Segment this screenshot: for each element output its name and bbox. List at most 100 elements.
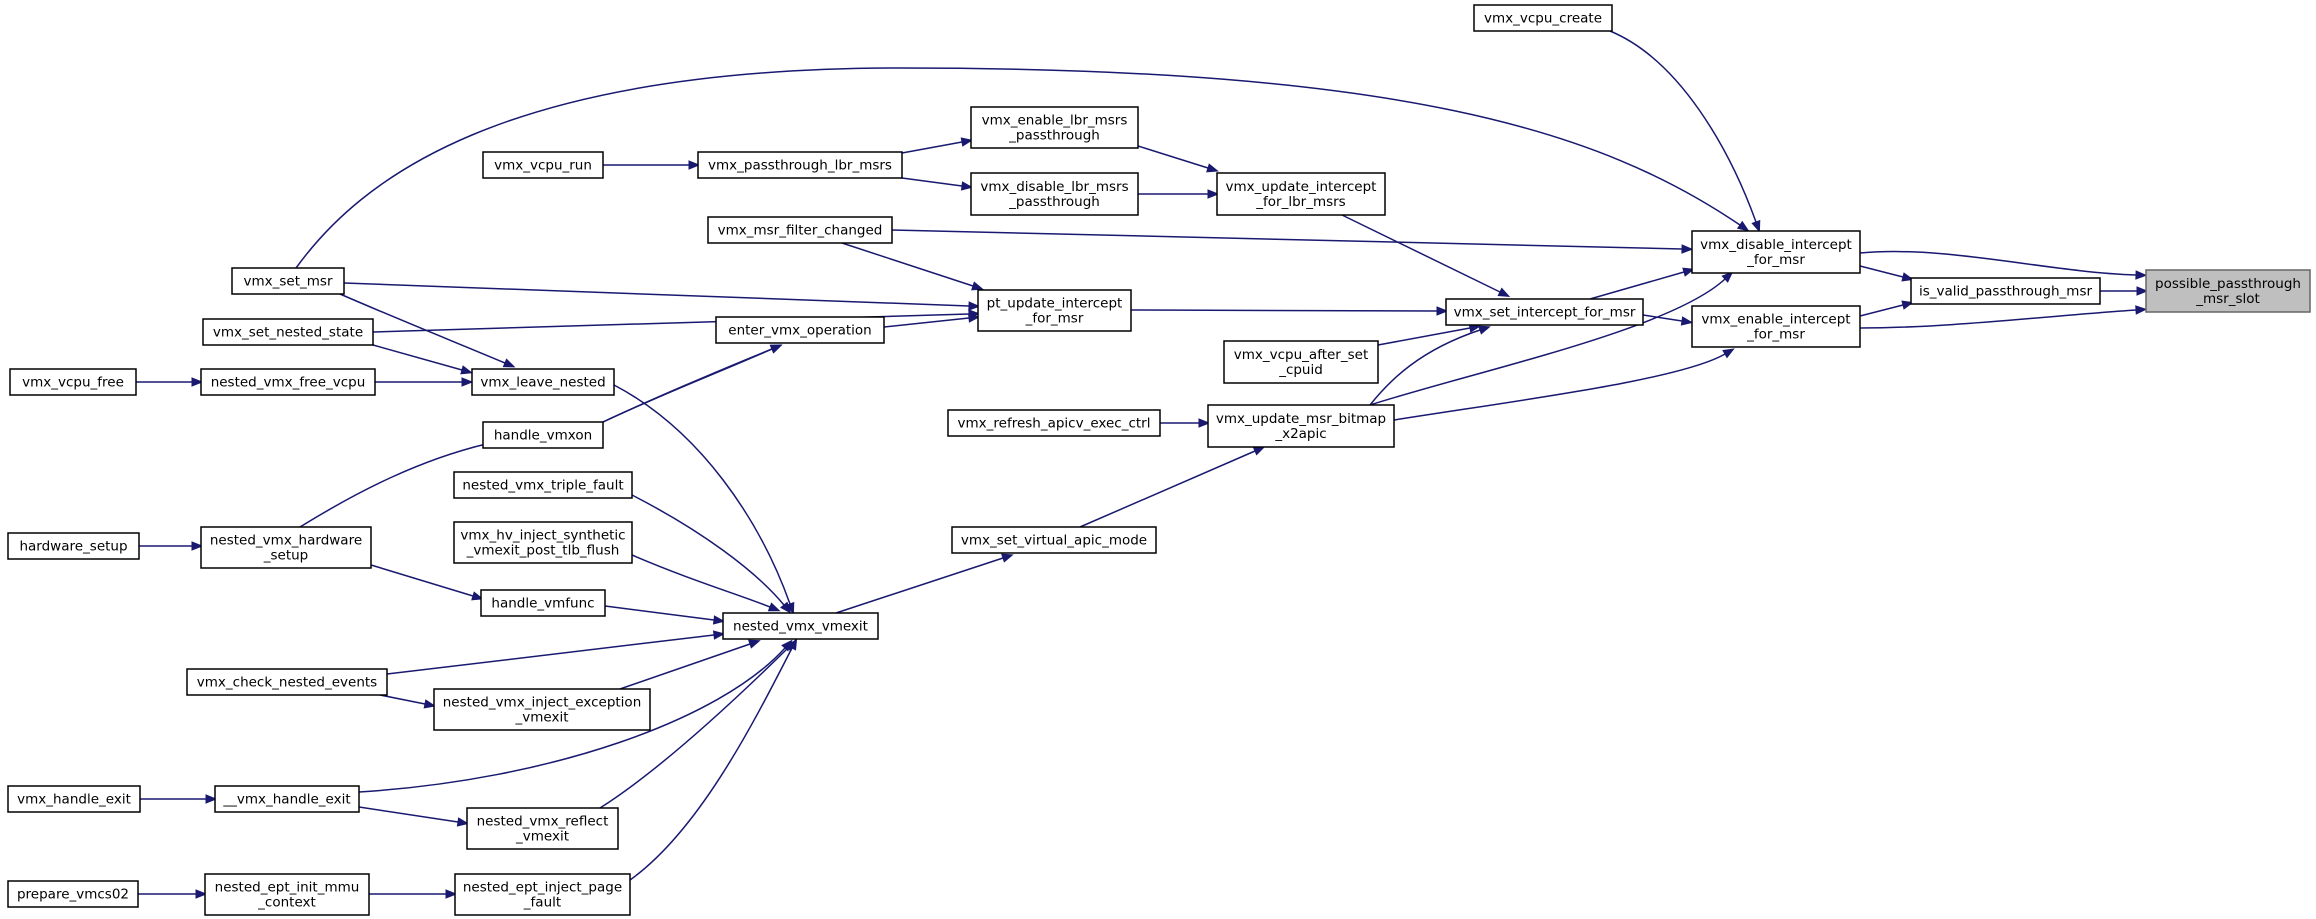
node-nested-ept-inject-page[interactable]: nested_ept_inject_page_fault (454, 873, 631, 916)
edge-vmx-update-intercept-lbr-to-vmx-set-intercept-for-msr (1341, 214, 1501, 293)
arrowhead-possible-passthrough (2135, 305, 2148, 315)
node-label: nested_vmx_triple_fault (462, 478, 623, 494)
arrowhead-nested-vmx-vmexit (767, 602, 781, 612)
node-vmx-disable-lbr[interactable]: vmx_disable_lbr_msrs_passthrough (970, 172, 1139, 216)
node-possible-passthrough[interactable]: possible_passthrough_msr_slot (2145, 269, 2311, 313)
node-prepare-vmcs02[interactable]: prepare_vmcs02 (7, 880, 139, 908)
node-label: _fault (523, 895, 561, 911)
arrowhead-pt-update-intercept (968, 313, 981, 323)
node-box (482, 421, 604, 449)
node-vmx-set-intercept-for-msr[interactable]: vmx_set_intercept_for_msr (1445, 298, 1644, 326)
node-vmx-set-virtual-apic-mode[interactable]: vmx_set_virtual_apic_mode (951, 526, 1157, 554)
node-nested-vmx-hardware-setup[interactable]: nested_vmx_hardware_setup (200, 526, 372, 569)
node-box (707, 216, 893, 244)
node-vmx-vcpu-after-set-cpuid[interactable]: vmx_vcpu_after_set_cpuid (1223, 340, 1379, 384)
node-label: vmx_set_nested_state (213, 325, 363, 341)
node-vmx-set-nested-state[interactable]: vmx_set_nested_state (202, 318, 374, 346)
node-vmx-hv-inject-synthetic[interactable]: vmx_hv_inject_synthetic_vmexit_post_tlb_… (453, 521, 633, 564)
node-is-valid-passthrough-msr[interactable]: is_valid_passthrough_msr (1910, 277, 2101, 305)
node-label: possible_passthrough (2155, 276, 2301, 292)
edge-vmx-disable-intercept-to-possible-passthrough (1859, 250, 2137, 276)
node-vmx-handle-exit[interactable]: vmx_handle_exit (7, 785, 141, 813)
arrowhead-vmx-enable-lbr (960, 137, 974, 147)
node-label: _passthrough (1008, 194, 1100, 210)
edge-vmx-set-msr-to-vmx-disable-intercept (295, 67, 1741, 269)
arrowhead-enter-vmx-operation (769, 344, 783, 354)
node-vmx-vcpu-free[interactable]: vmx_vcpu_free (9, 368, 137, 396)
edge-vmx-vcpu-after-set-cpuid-to-vmx-set-intercept-for-msr (1377, 327, 1471, 346)
edge-vmx-update-msr-bitmap-to-vmx-set-intercept-for-msr (1369, 329, 1481, 406)
node-vmx-set-msr[interactable]: vmx_set_msr (231, 267, 345, 295)
arrowhead-pt-update-intercept (971, 281, 984, 291)
node-nested-vmx-reflect[interactable]: nested_vmx_reflect_vmexit (466, 807, 619, 850)
node-handle-vmfunc[interactable]: handle_vmfunc (480, 589, 606, 617)
function-nodes: possible_passthrough_msr_slot is_valid_pa… (7, 4, 2311, 916)
node-label: _passthrough (1008, 128, 1100, 144)
node-enter-vmx-operation[interactable]: enter_vmx_operation (715, 316, 885, 344)
node-label: vmx_msr_filter_changed (718, 223, 883, 239)
node-box (1691, 305, 1861, 348)
arrowhead-nested-ept-init-mmu (195, 889, 208, 899)
node-vmx-vcpu-run[interactable]: vmx_vcpu_run (482, 151, 604, 179)
node-vmx-handle-exit[interactable]: __vmx_handle_exit (214, 785, 360, 813)
node-vmx-leave-nested[interactable]: vmx_leave_nested (471, 368, 615, 396)
node-label: nested_vmx_reflect (477, 814, 609, 830)
arrowhead-possible-passthrough (2136, 286, 2149, 296)
node-box (453, 521, 633, 564)
node-box (471, 368, 615, 396)
node-label: _for_lbr_msrs (1255, 194, 1345, 210)
node-label: vmx_disable_lbr_msrs (980, 179, 1128, 195)
node-nested-vmx-vmexit[interactable]: nested_vmx_vmexit (722, 612, 879, 640)
arrowhead-nested-vmx-inject-exception (423, 699, 437, 709)
node-box (722, 612, 879, 640)
arrowhead-nested-vmx-vmexit (712, 615, 726, 625)
node-label: vmx_vcpu_run (494, 158, 592, 174)
node-vmx-enable-lbr[interactable]: vmx_enable_lbr_msrs_passthrough (970, 106, 1139, 149)
arrowhead-vmx-set-virtual-apic-mode (1001, 553, 1014, 563)
node-hardware-setup[interactable]: hardware_setup (7, 532, 140, 560)
node-label: vmx_passthrough_lbr_msrs (708, 158, 892, 174)
node-box (1445, 298, 1644, 326)
arrowhead-handle-vmfunc (471, 591, 484, 601)
node-vmx-passthrough-lbr-msrs[interactable]: vmx_passthrough_lbr_msrs (697, 151, 903, 179)
node-vmx-update-msr-bitmap[interactable]: vmx_update_msr_bitmap_x2apic (1207, 404, 1395, 448)
node-nested-ept-init-mmu[interactable]: nested_ept_init_mmu_context (204, 873, 370, 916)
arrowhead-pt-update-intercept (968, 301, 981, 311)
arrowhead-vmx-disable-intercept (1721, 271, 1734, 283)
node-box (204, 873, 370, 916)
node-label: vmx_check_nested_events (197, 675, 377, 691)
node-label: _vmexit_post_tlb_flush (466, 543, 620, 559)
node-label: pt_update_intercept (987, 296, 1123, 312)
node-box (231, 267, 345, 295)
node-vmx-msr-filter-changed[interactable]: vmx_msr_filter_changed (707, 216, 893, 244)
node-vmx-vcpu-create[interactable]: vmx_vcpu_create (1473, 4, 1613, 32)
node-label: _setup (263, 548, 309, 564)
arrowhead-vmx-disable-intercept (1681, 244, 1694, 254)
node-label: prepare_vmcs02 (17, 887, 129, 903)
node-vmx-enable-intercept[interactable]: vmx_enable_intercept_for_msr (1691, 305, 1861, 348)
node-handle-vmxon[interactable]: handle_vmxon (482, 421, 604, 449)
node-label: vmx_set_intercept_for_msr (1454, 305, 1636, 321)
arrowhead-nested-vmx-vmexit (712, 630, 726, 640)
node-vmx-refresh-apicv-exec-ctrl[interactable]: vmx_refresh_apicv_exec_ctrl (947, 409, 1161, 437)
node-box (200, 368, 376, 396)
node-vmx-check-nested-events[interactable]: vmx_check_nested_events (186, 668, 388, 696)
node-label: _vmexit (515, 829, 569, 845)
node-vmx-disable-intercept[interactable]: vmx_disable_intercept_for_msr (1691, 230, 1861, 274)
arrowhead-vmx-update-msr-bitmap (1252, 446, 1266, 456)
node-box (480, 589, 606, 617)
node-box (482, 151, 604, 179)
edge-vmx-leave-nested-to-nested-vmx-vmexit (613, 384, 791, 605)
node-nested-vmx-triple-fault[interactable]: nested_vmx_triple_fault (453, 471, 633, 499)
node-pt-update-intercept[interactable]: pt_update_intercept_for_msr (977, 289, 1132, 332)
node-box (7, 785, 141, 813)
node-box (977, 289, 1132, 332)
node-nested-vmx-free-vcpu[interactable]: nested_vmx_free_vcpu (200, 368, 376, 396)
node-vmx-update-intercept-lbr[interactable]: vmx_update_intercept_for_lbr_msrs (1216, 172, 1386, 216)
node-label: handle_vmfunc (491, 596, 594, 612)
node-label: vmx_enable_intercept (1701, 312, 1850, 328)
node-box (1910, 277, 2101, 305)
node-nested-vmx-inject-exception[interactable]: nested_vmx_inject_exception_vmexit (433, 688, 651, 731)
node-box (202, 318, 374, 346)
edge-vmx-set-intercept-for-msr-to-vmx-enable-intercept (1642, 314, 1683, 322)
